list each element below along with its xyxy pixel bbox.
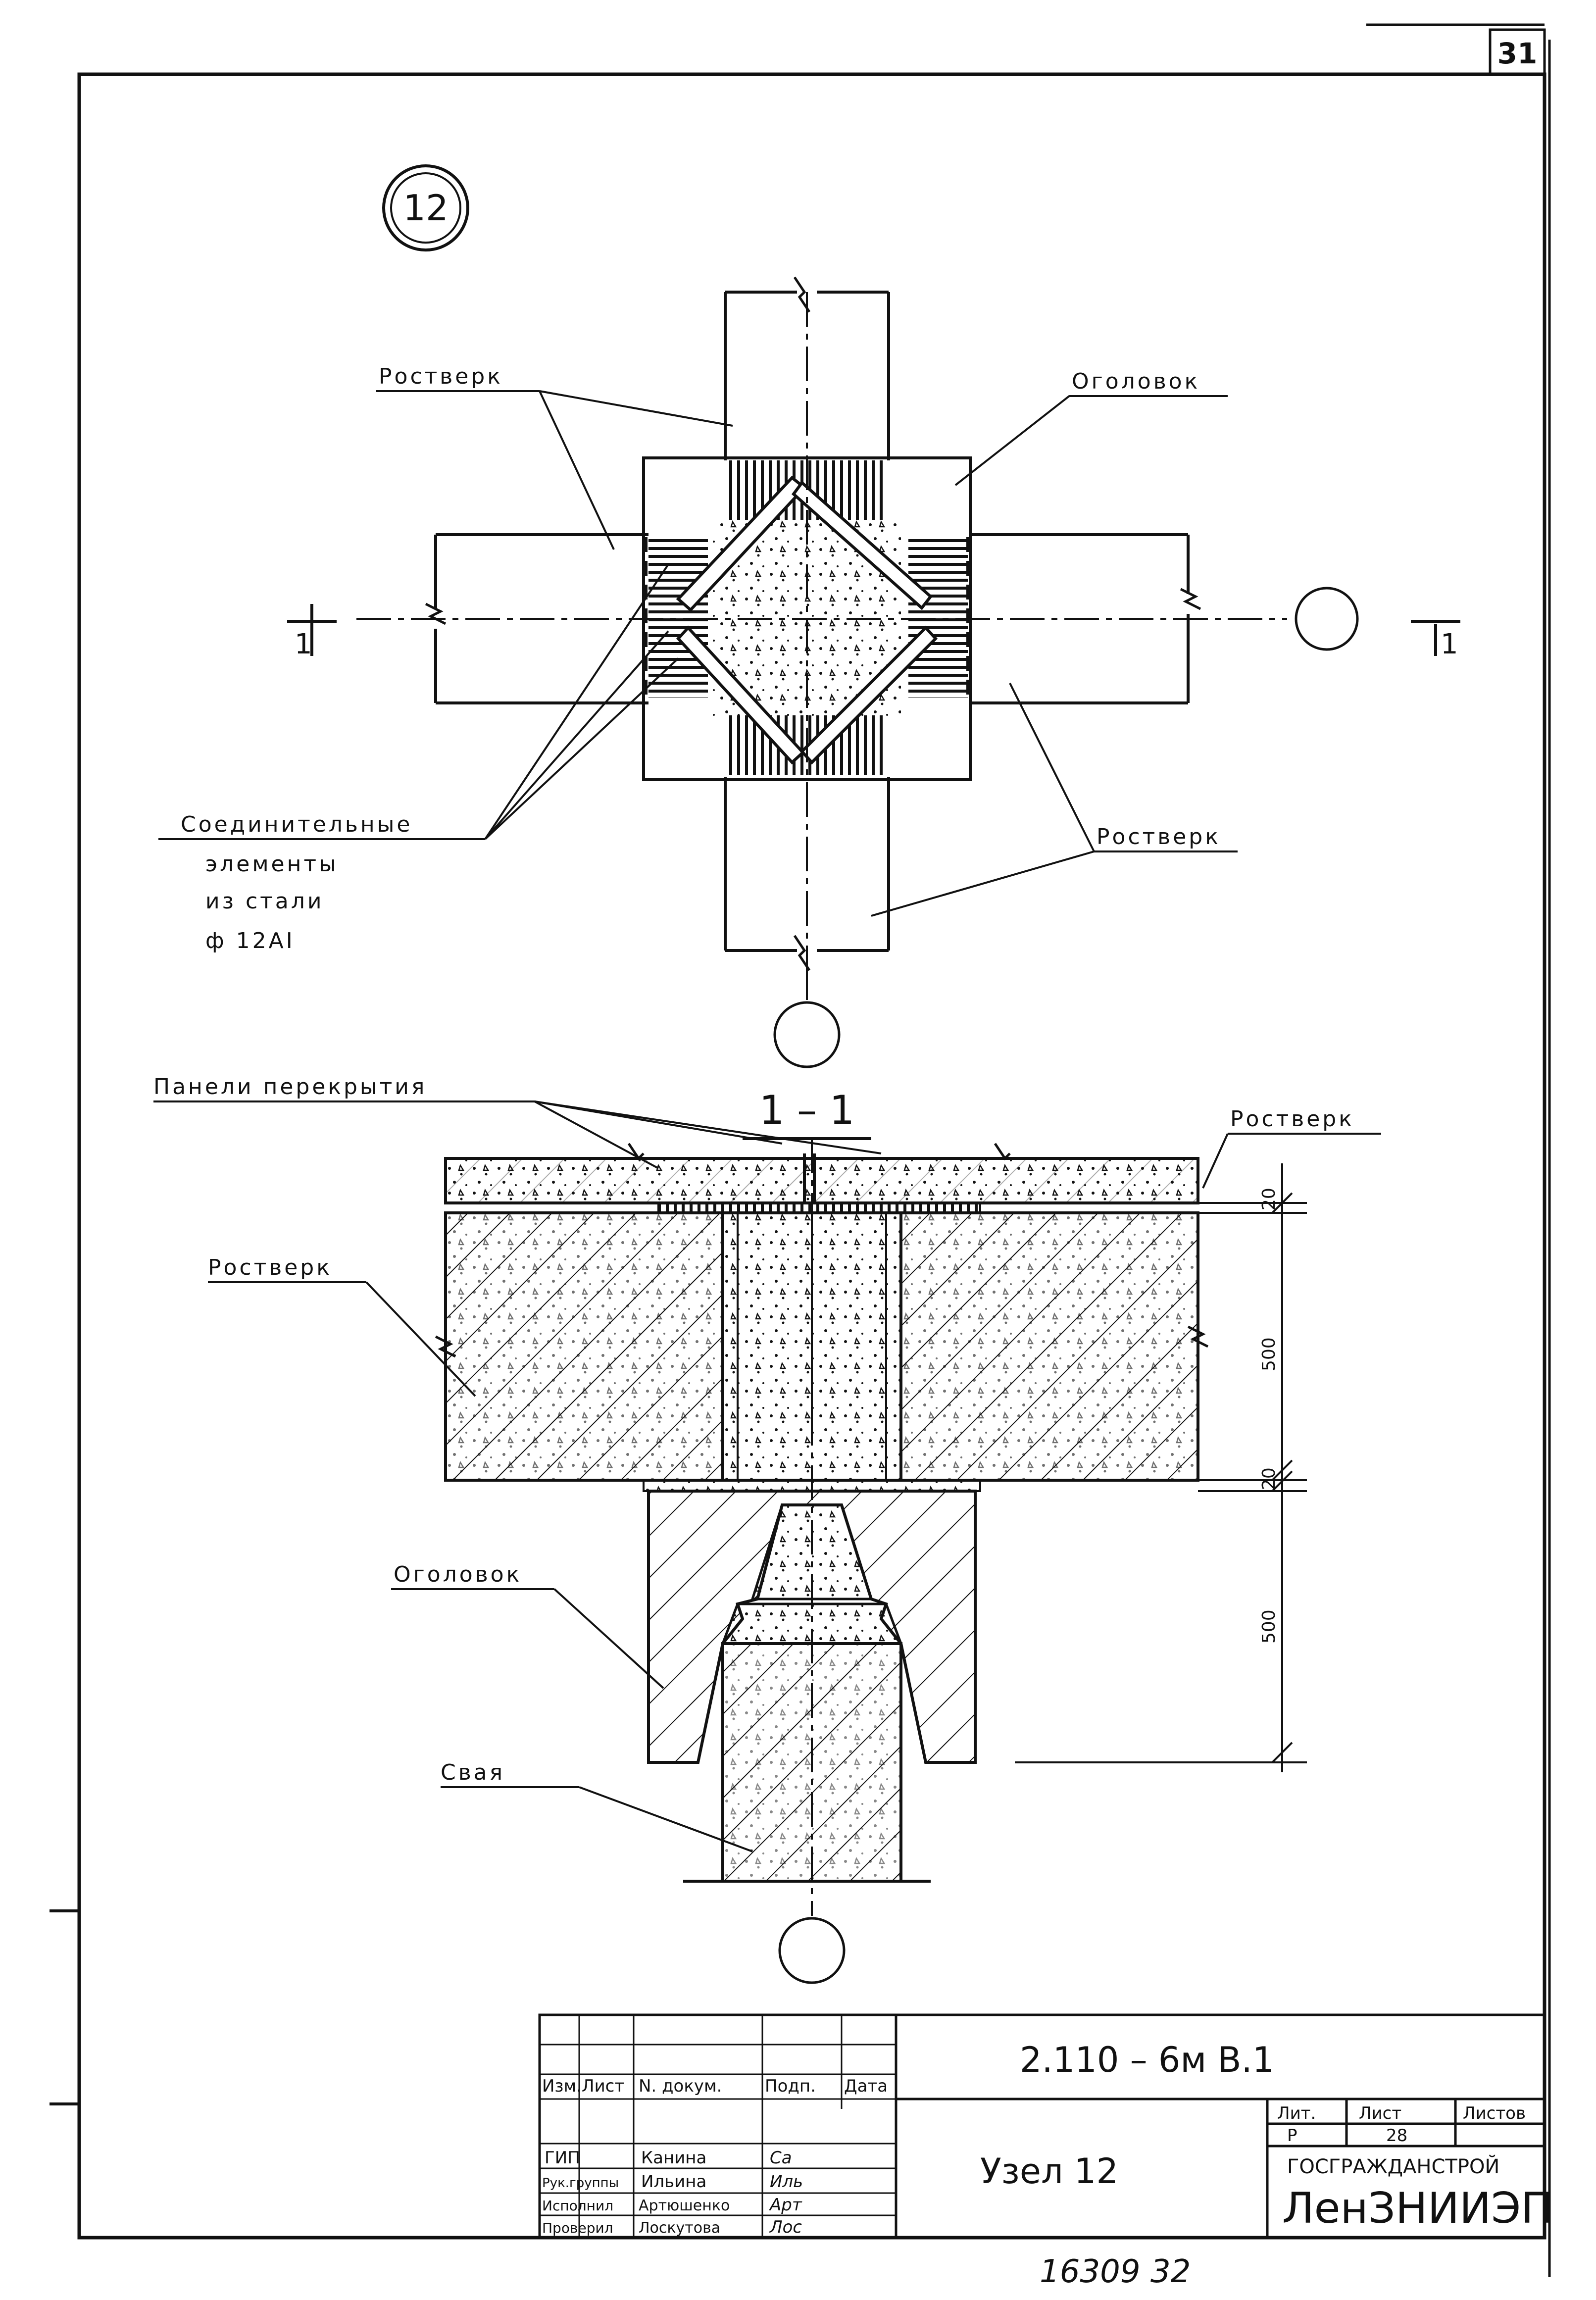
label-rostverk-right: Ростверк <box>1230 1106 1354 1132</box>
section-mark-right: 1 <box>1441 628 1458 660</box>
page-number: 31 <box>1497 37 1538 70</box>
plan-view: 1 1 Ростверк Оголовок Ростверк Соедините… <box>158 276 1460 1068</box>
axis-bubble-bottom <box>773 1001 841 1068</box>
sheet-frame <box>50 23 1551 2277</box>
axis-bubble-right <box>1295 587 1359 651</box>
label-rostverk-left: Ростверк <box>208 1255 332 1280</box>
document-code: 2.110 – 6м В.1 <box>1020 2040 1274 2080</box>
dim-mid: 20 <box>1259 1467 1279 1490</box>
role-2: Исполнил <box>542 2198 613 2214</box>
svg-text:Лит.: Лит. <box>1277 2103 1316 2123</box>
label-svaya: Свая <box>441 1760 505 1785</box>
role-1: Рук.группы <box>542 2176 619 2191</box>
label-ogolovok-plan: Оголовок <box>1072 369 1200 394</box>
org-line2: ЛенЗНИИЭП <box>1282 2184 1553 2233</box>
label-connecting-3: из стали <box>205 889 324 914</box>
label-panels: Панели перекрытия <box>153 1074 427 1100</box>
role-0: ГИП <box>545 2148 580 2168</box>
axis-bubble-section <box>778 1917 846 1984</box>
section-mark-left: 1 <box>295 628 312 660</box>
title-block <box>538 2013 1546 2239</box>
name-0: Канина <box>641 2148 706 2168</box>
svg-text:Лист: Лист <box>582 2076 624 2096</box>
name-3: Лоскутова <box>639 2219 720 2237</box>
label-rostverk-top: Ростверк <box>379 364 503 389</box>
node-marker-circle <box>382 164 469 251</box>
name-1: Ильина <box>641 2172 706 2192</box>
name-2: Артюшенко <box>639 2197 730 2214</box>
sheet-value: 28 <box>1386 2126 1407 2146</box>
label-rostverk-bottom: Ростверк <box>1097 824 1221 850</box>
sign-2: Арт <box>769 2195 802 2215</box>
label-connecting-2: элементы <box>205 851 339 877</box>
dim-head: 500 <box>1259 1609 1279 1644</box>
role-3: Проверил <box>542 2220 613 2236</box>
title-block-text: Изм. Лист N. докум. Подп. Дата ГИП Канин… <box>542 2040 1553 2237</box>
svg-text:N. докум.: N. докум. <box>639 2076 722 2096</box>
section-title: 1 – 1 <box>759 1087 855 1133</box>
svg-text:Лист: Лист <box>1359 2103 1401 2123</box>
svg-text:Изм.: Изм. <box>542 2076 582 2096</box>
sign-3: Лос <box>769 2217 802 2237</box>
bottom-archive-number: 16309 32 <box>1040 2253 1191 2290</box>
label-connecting-1: Соединительные <box>181 812 412 837</box>
svg-text:Подп.: Подп. <box>765 2076 816 2096</box>
dim-top: 20 <box>1259 1188 1279 1210</box>
section-view: 1 – 1 <box>153 1074 1381 1984</box>
drawing-title: Узел 12 <box>980 2151 1118 2192</box>
label-connecting-4: ф 12АI <box>205 928 295 953</box>
org-line1: ГОСГРАЖДАНСТРОЙ <box>1287 2154 1499 2178</box>
dim-grillage: 500 <box>1259 1337 1279 1371</box>
svg-text:Листов: Листов <box>1463 2103 1526 2123</box>
svg-text:Дата: Дата <box>844 2076 888 2096</box>
stage-value: Р <box>1287 2126 1297 2146</box>
label-ogolovok-section: Оголовок <box>394 1562 522 1587</box>
sign-0: Са <box>770 2148 792 2168</box>
node-marker-number: 12 <box>403 187 449 229</box>
sign-1: Иль <box>770 2172 803 2192</box>
